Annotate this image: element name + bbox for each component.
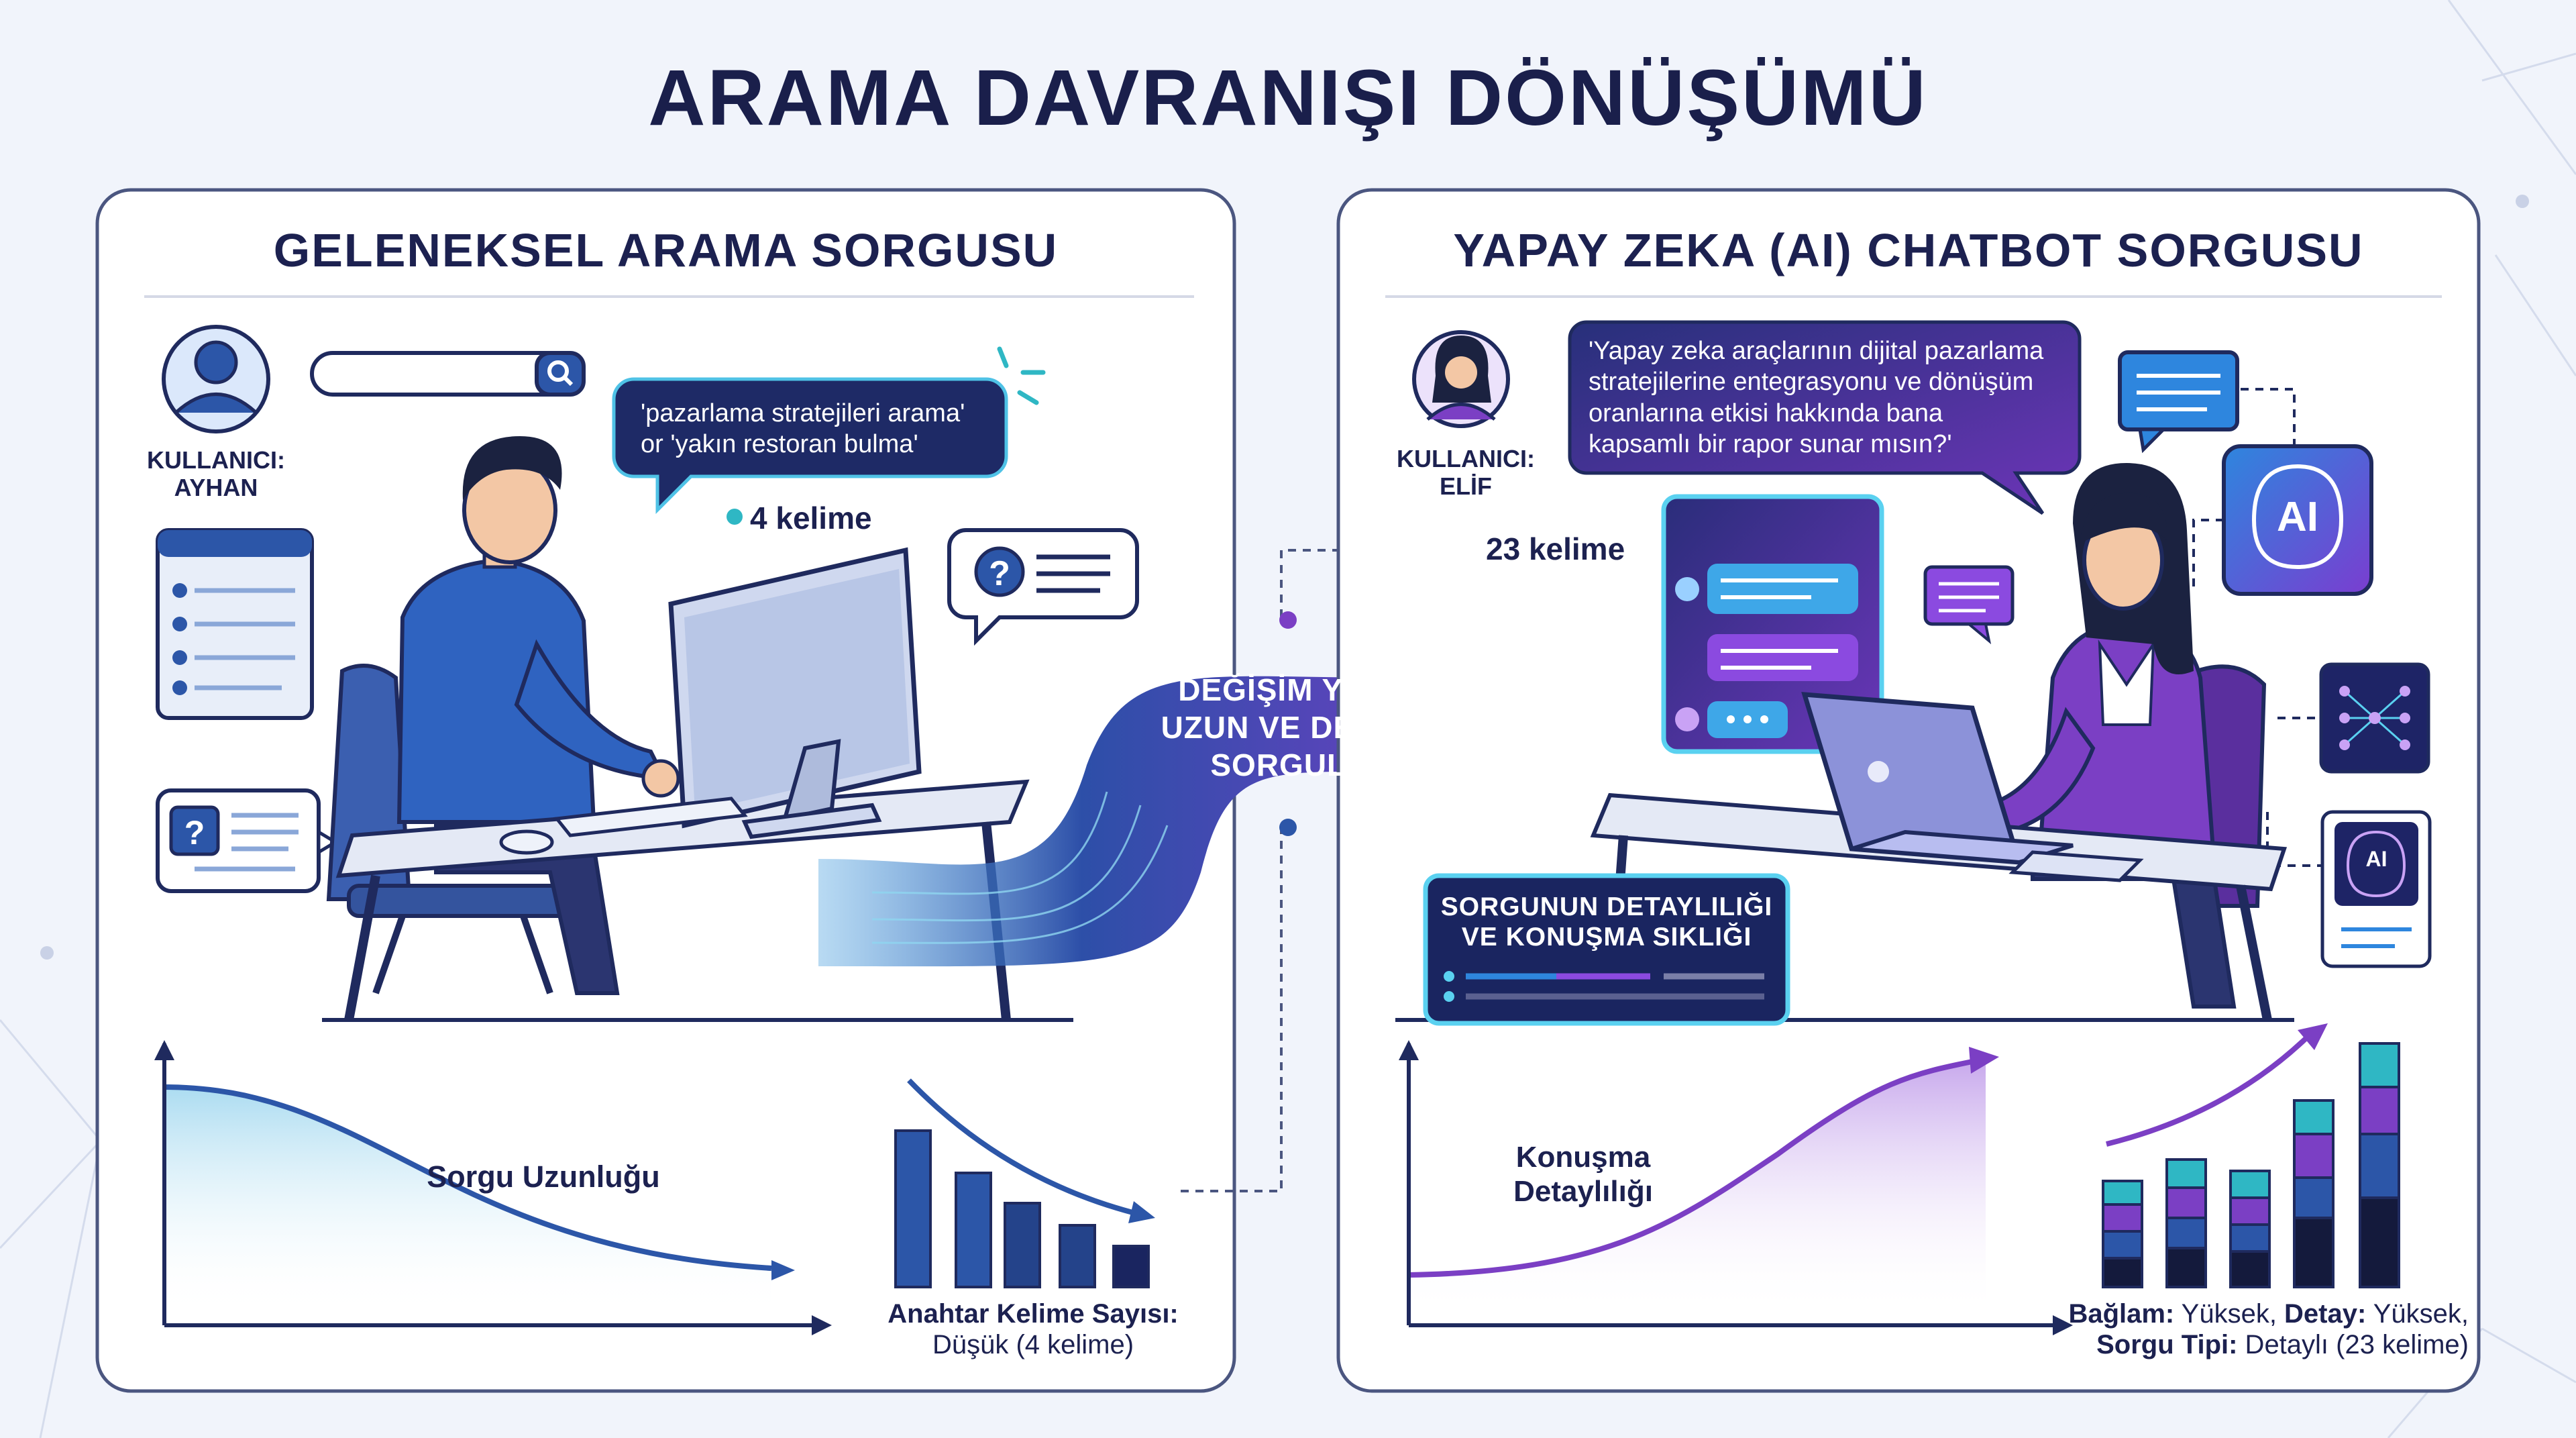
bar-segment — [2229, 1250, 2271, 1288]
bar-segment — [2165, 1217, 2207, 1249]
query-line: or 'yakın restoran bulma' — [641, 430, 918, 459]
transition-line: UZUN VE DETAYLI — [1161, 710, 1442, 746]
bar-segment — [2293, 1133, 2334, 1179]
user-label-elif: KULLANICI: ELİF — [1385, 445, 1546, 501]
bar — [1004, 1202, 1041, 1288]
ai-badge-label: AI — [2277, 494, 2318, 540]
bar-segment — [2165, 1247, 2207, 1288]
bar-segment — [2229, 1196, 2271, 1226]
word-count-right: 23 kelime — [1486, 531, 1625, 566]
left-panel-title: GELENEKSEL ARAMA SORGUSU — [273, 224, 1059, 276]
detail-box-line: SORGUNUN DETAYLILIĞI — [1440, 892, 1773, 921]
keyword-count-caption: Anahtar Kelime Sayısı: Düşük (4 kelime) — [859, 1298, 1208, 1360]
bar-segment — [2359, 1086, 2400, 1135]
bar-segment — [2102, 1203, 2143, 1233]
caption-value: Yüksek, — [2366, 1299, 2469, 1329]
caption-line: Bağlam: Yüksek, Detay: Yüksek, — [1972, 1298, 2469, 1329]
query-text-right: 'Yapay zeka araçlarının dijital pazarlam… — [1589, 336, 2043, 460]
bar-segment — [2359, 1042, 2400, 1088]
laptop-icon — [1801, 692, 2144, 882]
query-line: 'Yapay zeka araçlarının dijital pazarlam… — [1589, 337, 2044, 365]
query-length-label: Sorgu Uzunluğu — [427, 1160, 660, 1194]
detail-box-label: SORGUNUN DETAYLILIĞI VE KONUŞMA SIKLIĞI — [1426, 892, 1788, 953]
caption-value: Detaylı (23 kelime) — [2237, 1330, 2469, 1359]
bar-segment — [2102, 1257, 2143, 1288]
chat-icon-small — [1923, 565, 2015, 645]
bar-segment — [2102, 1230, 2143, 1260]
chat-icon — [2118, 350, 2239, 454]
user-label-line1: KULLANICI: — [1397, 445, 1535, 472]
curve-label-line: Detaylılığı — [1513, 1174, 1653, 1208]
bar-segment — [2293, 1176, 2334, 1219]
bar — [1059, 1224, 1096, 1288]
bar-segment — [2359, 1196, 2400, 1288]
query-bubble-left — [612, 377, 1008, 515]
bar-segment — [2359, 1133, 2400, 1199]
user-label-line2: AYHAN — [174, 474, 258, 502]
page-title: ARAMA DAVRANIŞI DÖNÜŞÜMÜ — [648, 54, 1928, 142]
caption-value: Yüksek, — [2174, 1299, 2285, 1329]
transition-line: SORGULAR — [1210, 748, 1393, 783]
stacked-bars-chart — [2102, 1042, 2400, 1288]
bar-segment — [2293, 1099, 2334, 1135]
curve-label-line: Konuşma — [1515, 1141, 1651, 1174]
query-text-left: 'pazarlama stratejileri arama' or 'yakın… — [641, 398, 965, 460]
ai-brain-icon-small — [2320, 810, 2432, 968]
bar-segment — [2229, 1170, 2271, 1199]
svg-text:?: ? — [184, 814, 205, 852]
user-avatar-icon-elif — [1412, 330, 1510, 428]
bar — [955, 1172, 992, 1288]
query-line: 'pazarlama stratejileri arama' — [641, 399, 965, 427]
transition-line: DEĞİŞİM YÖNÜ: — [1178, 672, 1425, 707]
man-at-computer-illustration — [326, 436, 680, 995]
transition-label: DEĞİŞİM YÖNÜ: UZUN VE DETAYLI SORGULAR — [1140, 671, 1462, 784]
bar-segment — [2102, 1180, 2143, 1206]
caption-line: Sorgu Tipi: Detaylı (23 kelime) — [1972, 1329, 2469, 1360]
question-icon: ? — [947, 528, 1139, 646]
conversation-detail-label: Konuşma Detaylılığı — [1476, 1141, 1690, 1209]
query-line: kapsamlı bir rapor sunar mısın?' — [1589, 430, 1952, 459]
svg-text:?: ? — [989, 554, 1010, 593]
bar-segment — [2165, 1186, 2207, 1219]
bar — [1112, 1245, 1150, 1288]
bar-segment — [2229, 1223, 2271, 1253]
caption-key: Detay: — [2284, 1299, 2367, 1329]
caption-line: Düşük (4 kelime) — [932, 1330, 1134, 1359]
query-line: oranlarına etkisi hakkında bana — [1589, 399, 1943, 427]
detail-box-line: VE KONUŞMA SIKLIĞI — [1461, 922, 1752, 952]
ai-badge-small-label: AI — [2365, 847, 2387, 871]
query-length-chart — [154, 1040, 832, 1335]
query-line: stratejilerine entegrasyonu ve dönüşüm — [1589, 368, 2034, 397]
user-label-line1: KULLANICI: — [147, 446, 285, 474]
keyword-count-bars — [894, 1129, 1150, 1288]
caption-key: Bağlam: — [2068, 1299, 2175, 1329]
document-list-icon — [156, 528, 314, 720]
bar — [894, 1129, 932, 1288]
bar-segment — [2293, 1217, 2334, 1288]
caption-key: Sorgu Tipi: — [2096, 1330, 2238, 1359]
conversation-detail-chart — [1399, 1040, 2073, 1335]
user-label-line2: ELİF — [1440, 472, 1492, 501]
caption-line: Anahtar Kelime Sayısı: — [888, 1299, 1179, 1329]
search-icon — [547, 360, 574, 387]
question-icon-small: ? — [156, 788, 339, 893]
neural-network-icon — [2319, 662, 2430, 774]
user-avatar-icon — [162, 325, 270, 433]
user-label-ayhan: KULLANICI: AYHAN — [122, 446, 310, 502]
right-panel-title: YAPAY ZEKA (AI) CHATBOT SORGUSU — [1453, 224, 2364, 276]
context-caption: Bağlam: Yüksek, Detay: Yüksek, Sorgu Tip… — [1972, 1298, 2469, 1360]
word-count-left: 4 kelime — [750, 501, 872, 535]
detail-box — [1423, 873, 1790, 1026]
bar-segment — [2165, 1158, 2207, 1189]
woman-at-laptop-illustration — [1976, 463, 2267, 1009]
chat-screen-icon — [1661, 494, 1884, 754]
monitor-icon — [499, 547, 922, 855]
query-bubble-right — [1568, 320, 2082, 515]
search-bar — [310, 351, 586, 397]
